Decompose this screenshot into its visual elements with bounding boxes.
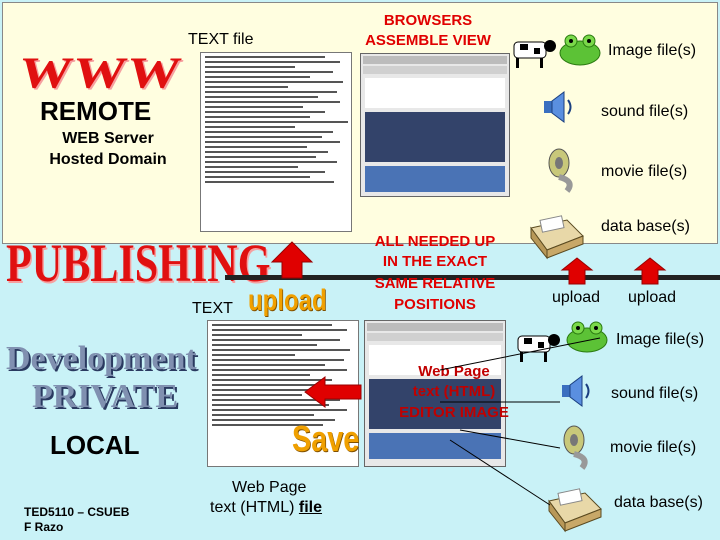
local-editor-image	[364, 320, 506, 467]
web-page-label-2: text (HTML) file	[210, 499, 322, 517]
save-wordart: Save	[292, 418, 360, 459]
www-wordart: WWW	[15, 49, 187, 98]
speaker-icon-local	[562, 375, 590, 407]
cow-icon-local	[517, 334, 560, 362]
hosted-domain-label: Hosted Domain	[49, 151, 167, 168]
remote-browser-image	[360, 53, 510, 197]
remote-label: REMOTE	[40, 96, 152, 126]
cow-icon	[513, 40, 556, 68]
text-file-label: TEXT file	[188, 31, 254, 48]
film-reel-icon-local	[563, 425, 588, 470]
frog-icon	[559, 34, 601, 66]
caption-line3: SAME RELATIVE	[374, 275, 496, 292]
frog-icon-local	[566, 321, 608, 353]
upload-left-label: upload	[552, 289, 601, 306]
web-page-file-word: file	[298, 499, 323, 516]
upload-right-label: upload	[628, 289, 677, 306]
browsers-line2: ASSEMBLE VIEW	[365, 32, 491, 49]
save-arrow-icon	[304, 376, 362, 408]
local-label: LOCAL	[50, 430, 140, 460]
local-sound-files-label: sound file(s)	[611, 385, 699, 402]
top-movie-files-label: movie file(s)	[601, 163, 688, 180]
web-server-label: WEB Server	[62, 130, 154, 147]
publishing-wordart: PUBLISHING	[6, 233, 271, 293]
upload-arrow-right-icon	[633, 257, 667, 285]
credit-line2: F Razo	[24, 520, 64, 534]
top-sound-files-label: sound file(s)	[601, 103, 689, 120]
caption-line2: IN THE EXACT	[382, 253, 488, 270]
web-page-label-2-text: text (HTML)	[210, 499, 295, 516]
editor-caption-line2: text (HTML)	[412, 383, 496, 400]
text-label: TEXT	[192, 300, 233, 317]
editor-caption-line1: Web Page	[418, 363, 490, 380]
divider-line	[225, 275, 720, 280]
development-wordart: Development	[6, 340, 197, 377]
credit-line1: TED5110 – CSUEB	[24, 505, 130, 519]
caption-line1: ALL NEEDED UP	[374, 233, 496, 250]
card-file-icon-local	[548, 488, 602, 533]
connector-lines	[439, 337, 601, 506]
upload-arrow-icon	[270, 241, 314, 279]
editor-caption-line3: EDITOR IMAGE	[399, 404, 509, 421]
caption-line4: POSITIONS	[394, 296, 476, 313]
local-image-files-label: Image file(s)	[616, 331, 705, 348]
remote-text-file-image	[200, 52, 352, 232]
speaker-icon	[544, 91, 572, 123]
private-wordart: PRIVATE	[32, 378, 179, 415]
film-reel-icon	[548, 148, 573, 193]
top-image-files-label: Image file(s)	[608, 42, 697, 59]
web-page-label-1: Web Page	[232, 479, 307, 496]
local-database-label: data base(s)	[614, 494, 703, 511]
browsers-line1: BROWSERS	[383, 12, 473, 29]
upload-arrow-left-icon	[560, 257, 594, 285]
upload-wordart: upload	[248, 284, 327, 317]
local-movie-files-label: movie file(s)	[610, 439, 697, 456]
top-database-label: data base(s)	[601, 218, 690, 235]
card-file-icon	[530, 215, 584, 260]
